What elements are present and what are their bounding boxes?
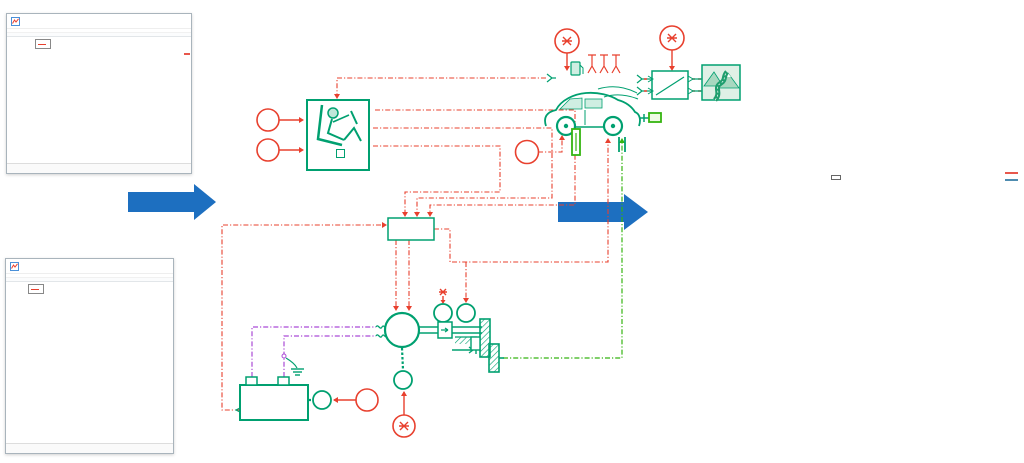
charger-icon: [570, 61, 584, 76]
legend-right-swatch: [184, 53, 190, 55]
vehicle-car-icon[interactable]: [544, 86, 641, 137]
legend-swatch-peak: [1005, 172, 1018, 174]
road-scenario-block[interactable]: [701, 64, 741, 102]
null-source-slope[interactable]: [659, 25, 685, 51]
null-source-charging[interactable]: [554, 28, 580, 54]
vcu-block[interactable]: [387, 217, 435, 241]
velocity-plot-uddsmph[interactable]: [6, 294, 173, 416]
driver-block[interactable]: [306, 99, 370, 171]
mechanical-link-wire: [503, 138, 625, 359]
toolbar: [6, 278, 173, 282]
motor-torque-chart: [648, 148, 1024, 313]
speed-sensor[interactable]: [456, 303, 476, 323]
tow-hitch-icon[interactable]: [639, 112, 662, 123]
driver-icon: [316, 104, 362, 147]
thermal-chain-motor: [400, 347, 405, 371]
torque-chart-panel: [648, 148, 1024, 313]
titlebar[interactable]: [7, 14, 191, 29]
prnd-selector: [336, 149, 345, 158]
null-source-power: [439, 288, 447, 296]
env-ports: [636, 74, 652, 96]
signal-wires: [221, 50, 675, 415]
plot-window-bottom: [5, 258, 174, 454]
reduction-gear-block[interactable]: [470, 318, 504, 373]
torque-legend: [831, 175, 841, 180]
window-icon: [11, 16, 20, 26]
plot-area[interactable]: [6, 282, 173, 420]
info-port: [546, 73, 556, 83]
toolbar: [7, 33, 191, 37]
workflow-arrow-right: [558, 194, 648, 230]
battery-block[interactable]: [234, 376, 309, 421]
constant-block-battery-temp[interactable]: [355, 388, 379, 412]
vxz-sensor-ports: [587, 54, 621, 74]
velocity-plot-epa-nycc[interactable]: [7, 49, 191, 144]
workflow-arrow-left: [128, 184, 216, 220]
plot-legend: [35, 39, 51, 49]
legend-line-swatch: [38, 43, 46, 45]
motor-shaft: [419, 321, 482, 354]
legend-swatch-continuous: [1005, 179, 1018, 181]
motor-block[interactable]: [383, 311, 421, 349]
plot-legend: [28, 284, 44, 294]
menubar: [7, 29, 191, 33]
menubar: [6, 274, 173, 278]
power-sensor[interactable]: [433, 303, 453, 323]
plot-window-top: [6, 13, 192, 174]
electrical-wires: [251, 325, 387, 377]
slope-block[interactable]: [647, 70, 694, 100]
plot-area[interactable]: [7, 37, 191, 142]
thermal-port-motor[interactable]: [393, 370, 413, 390]
constant-block-vc[interactable]: [256, 108, 280, 132]
null-source-motor-thermal[interactable]: [392, 414, 416, 438]
thermal-port-battery[interactable]: [312, 390, 332, 410]
statusbar: [6, 443, 173, 453]
window-icon: [10, 261, 19, 271]
titlebar[interactable]: [6, 259, 173, 274]
constant-block-gl[interactable]: [256, 138, 280, 162]
ground-icon: [291, 368, 304, 376]
statusbar: [7, 163, 191, 173]
legend-line-swatch: [31, 288, 39, 290]
constant-block-vehicle-k[interactable]: [514, 139, 540, 165]
